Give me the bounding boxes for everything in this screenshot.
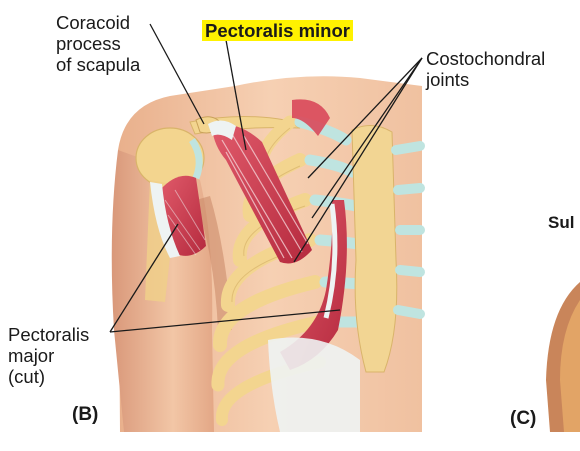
pectoralis-major-tendon — [150, 182, 180, 258]
costochondral-label: Costochondral joints — [426, 48, 546, 90]
leader-lines — [109, 23, 423, 333]
pectoralis-minor-muscle — [212, 125, 312, 264]
right-costal-cartilages — [391, 141, 425, 319]
leader-costochondral-1 — [307, 57, 423, 179]
leader-pectoralis-major-1 — [109, 223, 179, 333]
muscle-fibers — [221, 133, 309, 259]
pectoralis-major-sternal — [280, 200, 347, 370]
sternum — [351, 125, 398, 373]
leader-pectoralis-major-2 — [109, 309, 341, 333]
leader-pectoralis-minor — [225, 39, 247, 151]
aponeurosis — [268, 337, 360, 432]
pectoralis-minor-label: Pectoralis minor — [202, 20, 353, 41]
coracoid-label: Coracoid process of scapula — [56, 12, 141, 75]
leader-costochondral-3 — [293, 57, 423, 263]
partial-label: Sul — [548, 213, 575, 232]
leader-coracoid — [149, 23, 205, 125]
pectoralis-major-label: Pectoralis major (cut) — [8, 324, 90, 387]
leader-costochondral-2 — [311, 57, 423, 219]
panel-b-label: (B) — [72, 404, 99, 425]
panel-c-label: (C) — [510, 408, 537, 429]
glenoid-cartilage — [189, 138, 203, 180]
upper-muscle-fragment — [292, 99, 330, 136]
pectoralis-minor-text: Pectoralis minor — [202, 20, 353, 41]
